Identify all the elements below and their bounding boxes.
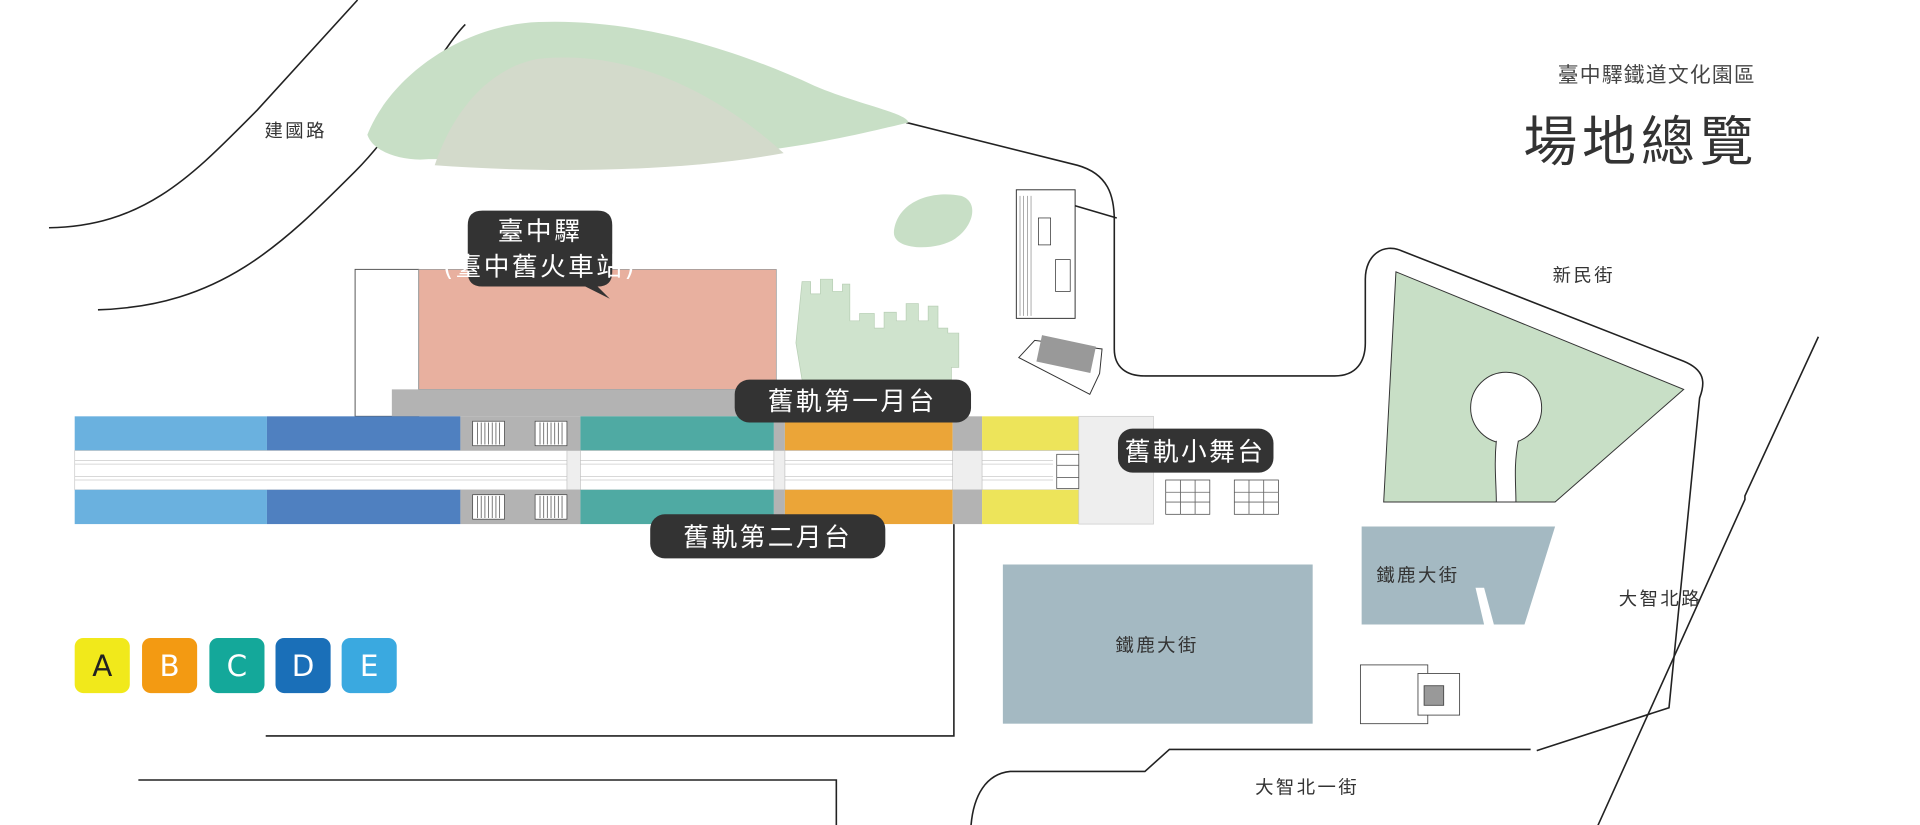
tielu-street-label-1: 鐵鹿大街 <box>1116 635 1199 656</box>
street-label-dazhi-north-1: 大智北一街 <box>1255 777 1359 798</box>
legend-item-e[interactable]: E <box>341 637 397 694</box>
platform1-label[interactable]: 舊軌第一月台 <box>734 379 972 423</box>
street-label-dazhi-north: 大智北路 <box>1619 589 1702 610</box>
svg-text:E: E <box>360 649 379 683</box>
boundary-line-2 <box>138 779 838 825</box>
road-north-boundary <box>905 121 1704 752</box>
road-jianguo-outer <box>48 0 359 229</box>
street-label-jianguo: 建國路 <box>264 121 326 142</box>
tielu-street-area-1[interactable] <box>1002 564 1313 724</box>
svg-text:A: A <box>92 649 112 683</box>
svg-text:D: D <box>292 649 315 683</box>
hill-inner <box>434 57 784 171</box>
platform-2[interactable] <box>74 489 1079 525</box>
svg-text:C: C <box>227 649 248 683</box>
tielu-street-label-2: 鐵鹿大街 <box>1376 566 1459 587</box>
platform2-label[interactable]: 舊軌第二月台 <box>650 514 886 559</box>
station-name: 臺中驛 <box>498 217 582 247</box>
stage-label[interactable]: 舊軌小舞台 <box>1117 428 1274 473</box>
station-label[interactable]: 臺中驛 (臺中舊火車站) <box>443 210 637 299</box>
legend-item-b[interactable]: B <box>142 637 198 694</box>
legend-item-c[interactable]: C <box>209 637 265 694</box>
page-subtitle: 臺中驛鐵道文化園區 <box>1558 63 1756 87</box>
legend-item-d[interactable]: D <box>275 637 331 694</box>
legend-item-a[interactable]: A <box>74 637 130 694</box>
building-striped <box>1015 189 1076 319</box>
platform2-label-text: 舊軌第二月台 <box>683 523 852 553</box>
tielu-street-area-2[interactable] <box>1361 526 1556 625</box>
station-canopy <box>391 389 784 417</box>
road-dazhi-north-1 <box>970 748 1531 825</box>
small-building <box>1359 664 1461 725</box>
platform1-label-text: 舊軌第一月台 <box>768 387 937 417</box>
zone-legend: A B C D E <box>74 637 397 694</box>
road-jianguo-inner <box>97 23 466 311</box>
page-title: 場地總覽 <box>1523 110 1758 173</box>
boundary-line-1 <box>265 524 955 737</box>
svg-text:B: B <box>160 649 180 683</box>
road-dazhi-north <box>1597 336 1820 825</box>
park-fountain <box>1470 371 1543 444</box>
stage-label-text: 舊軌小舞台 <box>1125 437 1266 467</box>
station-subname: (臺中舊火車站) <box>443 253 637 283</box>
green-blob <box>893 194 973 248</box>
street-label-xinmin: 新民街 <box>1553 266 1615 287</box>
tree-silhouette <box>795 278 960 380</box>
